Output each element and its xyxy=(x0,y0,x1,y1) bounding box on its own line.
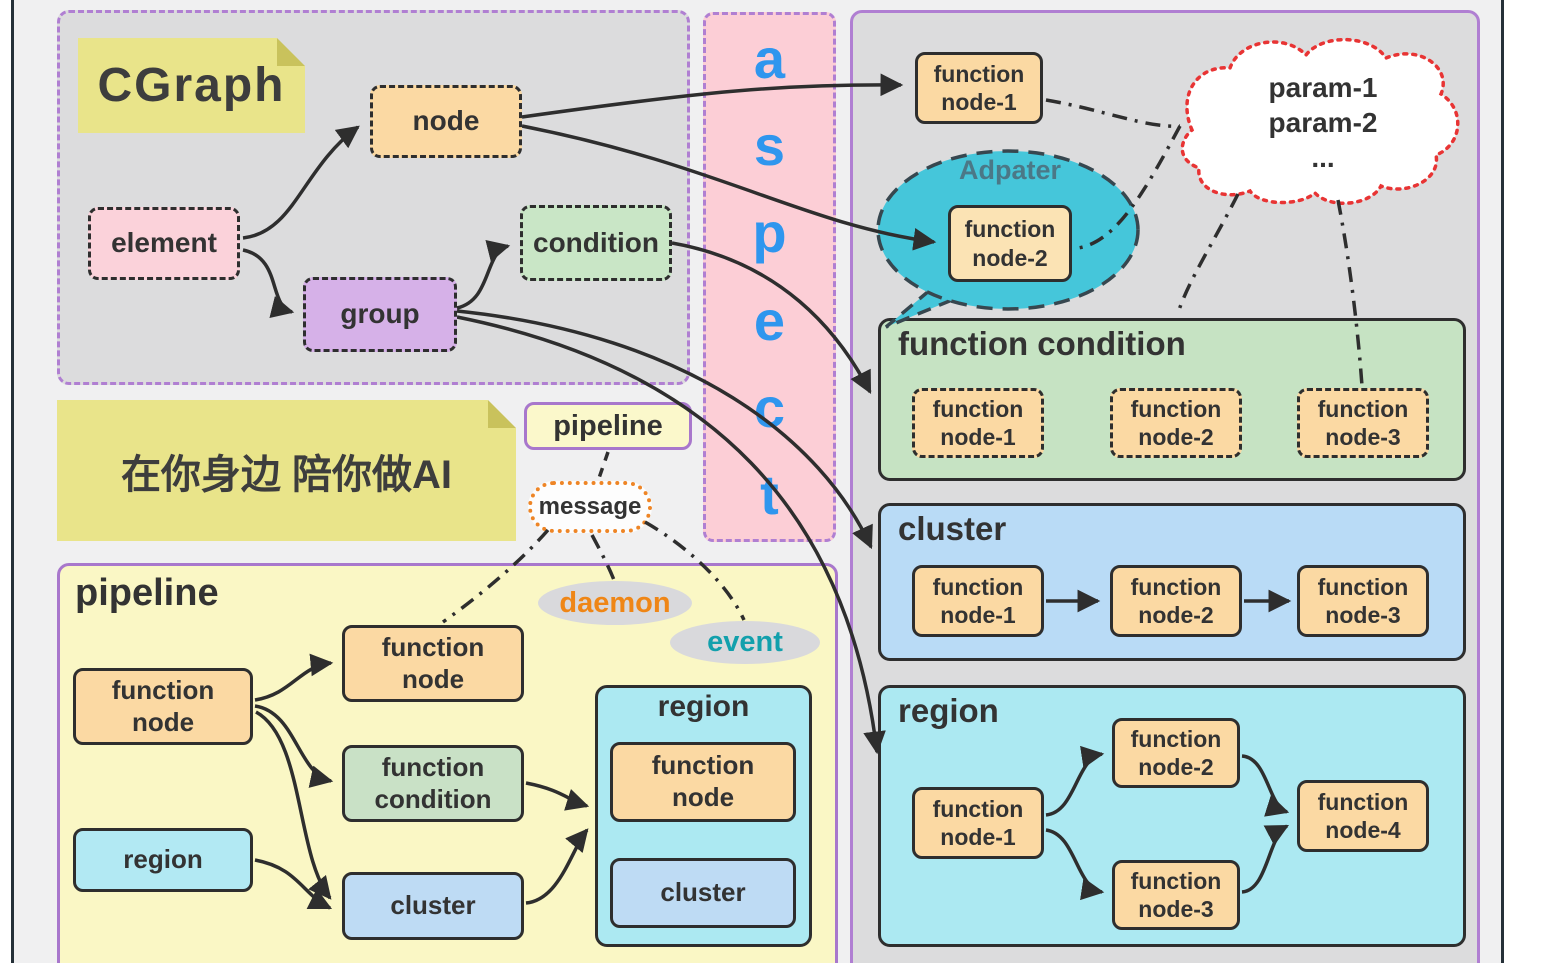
cgraph-logo-text: CGraph xyxy=(97,59,286,112)
daemon-bubble: daemon xyxy=(538,581,692,625)
aspect-letter: c xyxy=(753,375,786,439)
function-node-2-box: function node-2 xyxy=(948,205,1072,282)
group-box: group xyxy=(303,277,457,352)
param-cloud-text: param-1 param-2 ... xyxy=(1268,71,1378,173)
pipeline-function-node-left: function node xyxy=(73,668,253,745)
node-box: node xyxy=(370,85,522,158)
right-frame-line xyxy=(1501,0,1504,963)
region-function-node-3: function node-3 xyxy=(1112,860,1240,930)
aspect-letter: t xyxy=(760,463,779,527)
pipeline-chip: pipeline xyxy=(524,402,692,450)
event-bubble: event xyxy=(670,621,820,664)
adapter-label: Adpater xyxy=(958,155,1061,185)
pipeline-function-condition: function condition xyxy=(342,745,524,822)
region-function-node-2: function node-2 xyxy=(1112,718,1240,788)
cluster-group-title: cluster xyxy=(898,510,1007,547)
cluster-function-node-2: function node-2 xyxy=(1110,565,1242,637)
pipeline-region-left: region xyxy=(73,828,253,892)
region-function-node-1: function node-1 xyxy=(912,787,1044,859)
region-group-title: region xyxy=(898,692,999,729)
aspect-letter: a xyxy=(753,26,786,90)
condition-box: condition xyxy=(520,205,672,281)
cgraph-sticky-note: CGraph xyxy=(78,38,305,133)
fc-function-node-1: function node-1 xyxy=(912,388,1044,458)
aspect-letter: p xyxy=(752,201,787,265)
aspect-letter: e xyxy=(753,288,786,352)
slogan-text: 在你身边 陪你做AI xyxy=(120,452,453,497)
cluster-function-node-1: function node-1 xyxy=(912,565,1044,637)
fc-function-node-2: function node-2 xyxy=(1110,388,1242,458)
cluster-function-node-3: function node-3 xyxy=(1297,565,1429,637)
message-bubble: message xyxy=(528,481,652,533)
pipeline-region-subpanel-title: region xyxy=(657,690,750,723)
pipeline-panel-title: pipeline xyxy=(75,572,219,614)
pipeline-cluster: cluster xyxy=(342,872,524,940)
left-frame-line xyxy=(11,0,14,963)
pipeline-region-function-node: function node xyxy=(610,742,796,822)
aspect-letter: s xyxy=(753,113,786,177)
pipeline-region-cluster: cluster xyxy=(610,858,796,928)
region-function-node-4: function node-4 xyxy=(1297,780,1429,852)
slogan-sticky-note: 在你身边 陪你做AI xyxy=(57,400,516,541)
element-box: element xyxy=(88,207,240,280)
fc-function-node-3: function node-3 xyxy=(1297,388,1429,458)
function-condition-group-title: function condition xyxy=(898,325,1186,362)
pipeline-function-node-top: function node xyxy=(342,625,524,702)
function-node-1-box: function node-1 xyxy=(915,52,1043,124)
aspect-panel: a s p e c t xyxy=(703,12,836,542)
